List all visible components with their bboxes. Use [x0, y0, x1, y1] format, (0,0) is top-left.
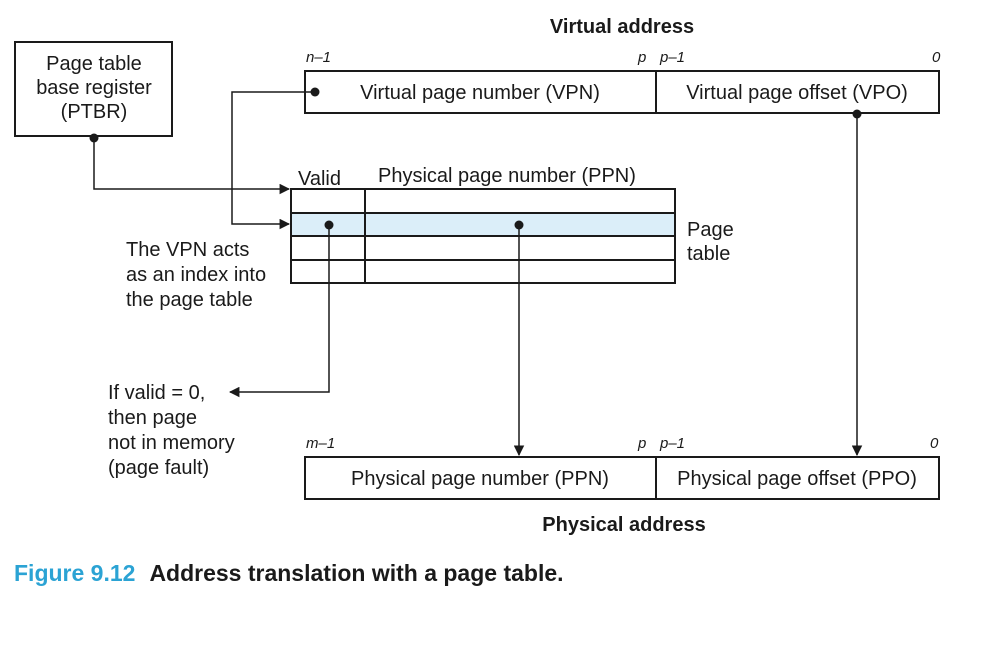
fault-note-line2: then page	[108, 407, 197, 429]
valid-to-fault-arrow	[228, 225, 330, 398]
ptbr-label-line1: Page table	[46, 53, 142, 75]
ppn-field-label: Physical page number (PPN)	[351, 468, 609, 490]
ppn-column-header: Physical page number (PPN)	[378, 165, 636, 187]
physical-address-title: Physical address	[542, 514, 705, 536]
valid-column-header: Valid	[298, 168, 341, 190]
fault-note-line1: If valid = 0,	[108, 382, 205, 404]
fault-note-line3: not in memory	[108, 432, 235, 454]
ptbr-to-page-table-arrow	[93, 138, 291, 195]
va-bit-high: n–1	[306, 49, 331, 66]
figure-caption: Figure 9.12 Address translation with a pa…	[14, 560, 564, 587]
pa-bit-zero: 0	[930, 435, 939, 452]
vpn-index-arrow	[231, 91, 315, 230]
figure-caption-text: Address translation with a page table.	[149, 560, 564, 586]
va-bit-p-minus-1: p–1	[659, 49, 685, 66]
pa-bit-high: m–1	[306, 435, 335, 452]
pa-bit-p-minus-1: p–1	[659, 435, 685, 452]
pa-bit-p: p	[637, 435, 646, 452]
virtual-address-title: Virtual address	[550, 16, 694, 38]
vpn-note-line2: as an index into	[126, 264, 266, 286]
ppo-field-label: Physical page offset (PPO)	[677, 468, 917, 490]
va-bit-p: p	[637, 49, 646, 66]
figure-number: Figure 9.12	[14, 560, 136, 586]
page-table-side-label-2: table	[687, 243, 730, 265]
vpn-field-label: Virtual page number (VPN)	[360, 82, 600, 104]
vpn-note-line1: The VPN acts	[126, 239, 249, 261]
va-bit-zero: 0	[932, 49, 941, 66]
fault-note-line4: (page fault)	[108, 457, 209, 479]
ptbr-label-line3: (PTBR)	[61, 101, 128, 123]
ppo-field	[655, 456, 940, 500]
ptbr-label-line2: base register	[36, 77, 152, 99]
page-table-side-label-1: Page	[687, 219, 734, 241]
vpn-note-line3: the page table	[126, 289, 253, 311]
vpo-field-label: Virtual page offset (VPO)	[686, 82, 908, 104]
page-table-highlight-row	[291, 213, 675, 236]
vpo-field	[655, 70, 940, 114]
